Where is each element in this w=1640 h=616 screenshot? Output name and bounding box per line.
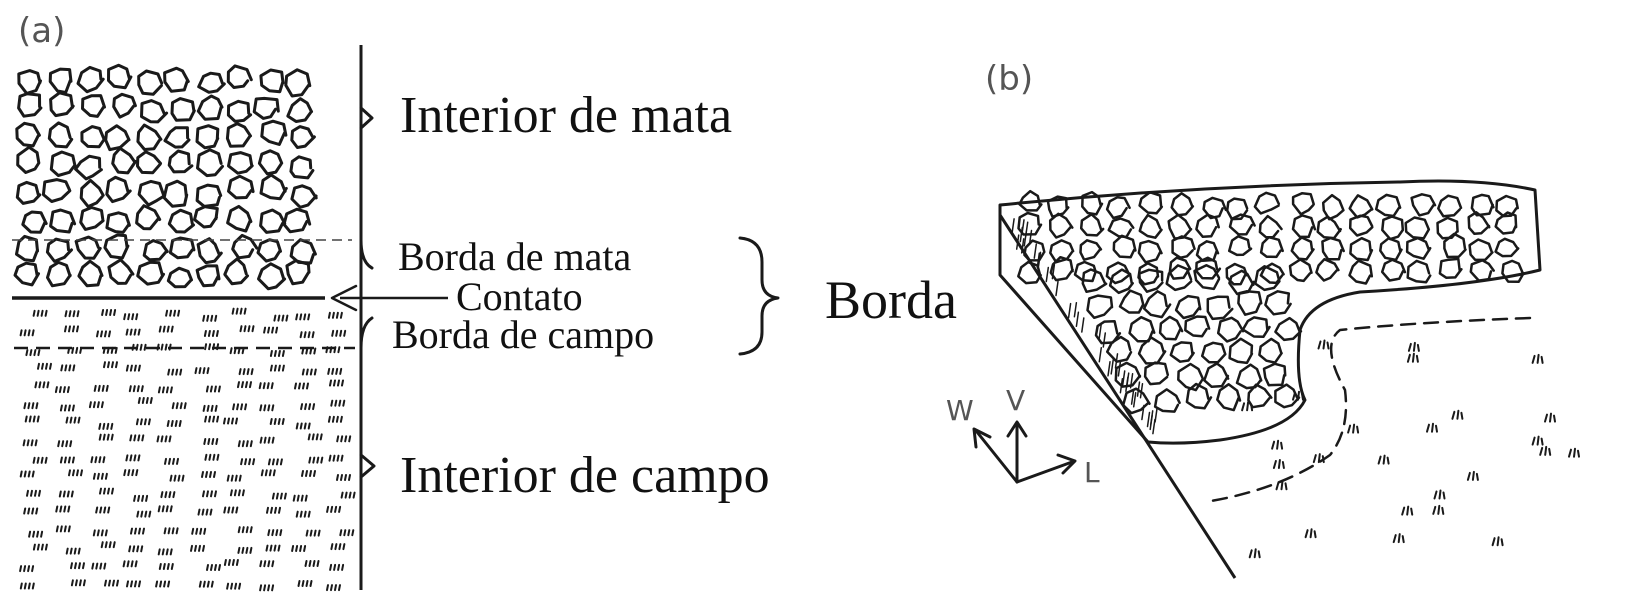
label-contact: Contato [456, 274, 583, 319]
forest-block-canopy [1017, 189, 1525, 415]
panel-b-label: (b) [985, 59, 1033, 99]
brace-tip-field-edge [359, 316, 374, 350]
forest-block-outline [998, 179, 1542, 445]
label-edge-group: Borda [825, 270, 957, 330]
edge-group-brace [738, 236, 780, 356]
axis-label-west: W [946, 394, 974, 427]
forest-canopy-texture [13, 63, 318, 291]
brace-tip-forest-interior [359, 106, 374, 130]
panel-a-label: (a) [18, 11, 65, 51]
forest-block-hatching [1011, 218, 1158, 435]
label-field-edge: Borda de campo [392, 312, 654, 357]
axis-label-east: L [1084, 456, 1100, 489]
panel-a: (a) Interior de mata Borda de mata Conta… [12, 11, 957, 592]
orientation-axes [972, 420, 1077, 484]
field-grass-texture [19, 307, 356, 592]
axis-label-vertical: V [1006, 384, 1025, 417]
panel-b: (b) W V L [946, 59, 1580, 579]
brace-tip-field-interior [359, 453, 376, 479]
label-field-interior: Interior de campo [400, 447, 770, 504]
label-forest-edge: Borda de mata [398, 234, 631, 279]
panel-b-grass-texture [1241, 339, 1580, 559]
label-forest-interior: Interior de mata [400, 87, 732, 144]
contact-arrowhead [330, 284, 358, 312]
field-edge-dashed-curve [1203, 316, 1532, 504]
brace-tip-forest-edge [359, 238, 374, 270]
